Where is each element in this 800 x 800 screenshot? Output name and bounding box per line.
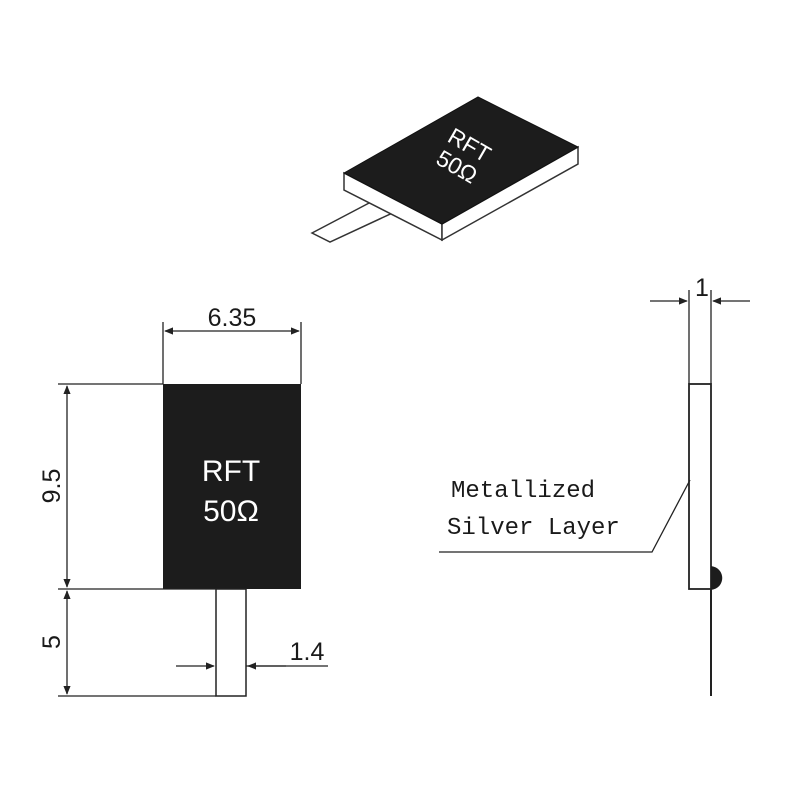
dim-lead-length-label: 5 — [38, 635, 66, 649]
body-marking-line1: RFT — [202, 455, 260, 488]
isometric-view: RFT 50Ω — [310, 96, 580, 243]
callout-leader-line — [439, 479, 691, 553]
dim-thickness-label: 1 — [695, 274, 709, 302]
dimension-body-width: 6.35 — [162, 304, 302, 384]
dimension-lead-length: 5 — [38, 590, 216, 697]
dimension-lead-width: 1.4 — [176, 638, 328, 670]
dim-body-height-label: 9.5 — [38, 469, 66, 504]
dim-lead-width-label: 1.4 — [290, 638, 325, 666]
callout-line2: Silver Layer — [447, 515, 620, 542]
callout-line1: Metallized — [451, 478, 595, 505]
dimension-thickness: 1 — [650, 274, 750, 384]
resistor-body — [163, 384, 301, 589]
resistor-lead — [215, 588, 247, 697]
dim-body-width-label: 6.35 — [208, 304, 257, 332]
body-marking-line2: 50Ω — [203, 495, 259, 528]
side-solder-joint — [711, 566, 723, 590]
side-body — [688, 383, 712, 590]
iso-body-top — [342, 96, 580, 225]
front-view: RFT 50Ω 6.35 9.5 5 1.4 — [38, 304, 328, 697]
side-view: 1 Metallized Silver Layer — [439, 274, 750, 696]
dimension-body-height: 9.5 — [38, 383, 216, 590]
